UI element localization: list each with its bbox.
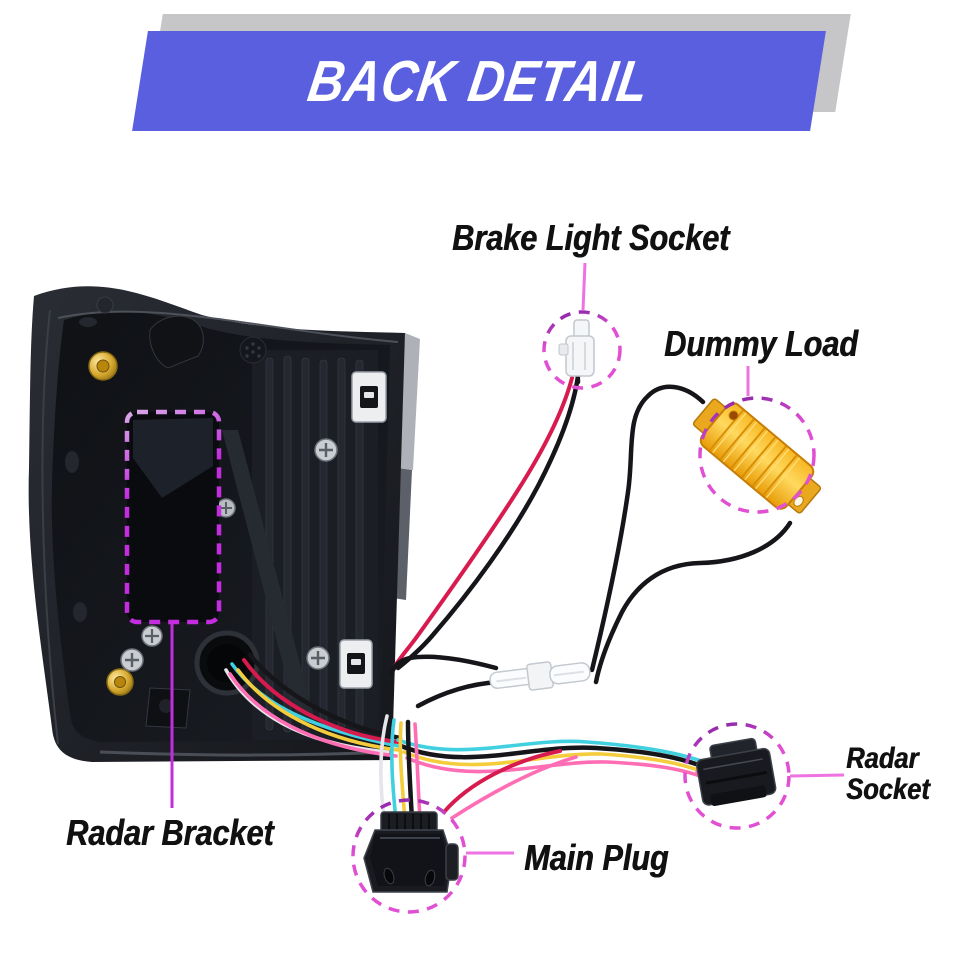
rim-dent: [79, 317, 97, 327]
retainer-clip-bottom: [339, 639, 373, 689]
radar-bracket-highlight: [124, 409, 222, 625]
label-radar-socket: Radar Socket: [846, 743, 930, 805]
connector-wire-a: [388, 654, 499, 677]
connector-wire-b: [415, 679, 501, 709]
upper-mount-bracket: [149, 315, 204, 369]
radar-socket-connector: [695, 737, 777, 806]
dummy-load-resistor: [692, 398, 822, 514]
callout-circle-brake-light-socket: [542, 310, 622, 390]
plug-foot-hole: [383, 867, 395, 885]
callout-circle-radar-socket: [683, 722, 791, 830]
wire-pink: [228, 672, 398, 758]
dummy-wire-in: [589, 384, 706, 673]
plug-wire-pink: [413, 722, 422, 822]
housing-left-rim-line: [41, 309, 59, 745]
label-radar-bracket: Radar Bracket: [66, 812, 274, 853]
sweep-black: [398, 743, 707, 770]
wire-black: [247, 652, 403, 741]
main-plug-connector: [363, 811, 459, 893]
wire-yellow: [236, 668, 400, 752]
opening-sheen: [133, 418, 213, 498]
loop-red: [442, 749, 562, 814]
sweep-pink: [405, 756, 710, 781]
brake-light-socket-part: [558, 319, 595, 385]
plug-wire-yellow: [398, 721, 407, 822]
plug-wire-black: [405, 719, 415, 823]
vent-grille: [239, 336, 267, 364]
corner-detail: [96, 296, 114, 314]
mounting-stud-top: [88, 351, 118, 381]
label-brake-light-socket: Brake Light Socket: [452, 217, 730, 258]
rim-dent: [73, 602, 87, 622]
mounting-stud-bottom: [106, 668, 134, 696]
tail-light-housing: [28, 286, 420, 762]
brake-wire-black: [395, 373, 581, 671]
label-radar-socket-line2: Socket: [846, 773, 930, 806]
lower-mount-hole: [159, 699, 173, 713]
bottom-rim-highlight: [99, 750, 389, 757]
brake-leader-line: [581, 262, 587, 311]
resistor-hole-top: [728, 410, 739, 421]
wire-red: [242, 658, 400, 744]
plug-foot-hole: [424, 869, 436, 887]
label-main-plug: Main Plug: [524, 837, 669, 878]
rim-dent: [65, 451, 79, 473]
loop-pink: [450, 755, 578, 820]
retainer-clip-top: [351, 371, 387, 423]
callout-circle-dummy-load: [698, 396, 816, 514]
plug-ribs: [388, 814, 430, 830]
sweep-yellow: [402, 750, 708, 775]
wiring-harness: [224, 373, 793, 823]
label-radar-socket-line1: Radar: [846, 742, 919, 775]
diagonal-ridge: [222, 430, 315, 722]
plug-wire-cyan: [390, 718, 398, 822]
brake-wire-red: [393, 376, 574, 668]
housing-top-edge-line: [57, 310, 399, 343]
sweep-cyan: [396, 738, 703, 763]
radar-leader-line: [789, 773, 845, 778]
callout-circle-main-plug: [351, 798, 467, 914]
label-dummy-load: Dummy Load: [664, 323, 858, 364]
inline-bullet-connector: [489, 661, 591, 691]
dummy-wire-out: [593, 520, 793, 685]
